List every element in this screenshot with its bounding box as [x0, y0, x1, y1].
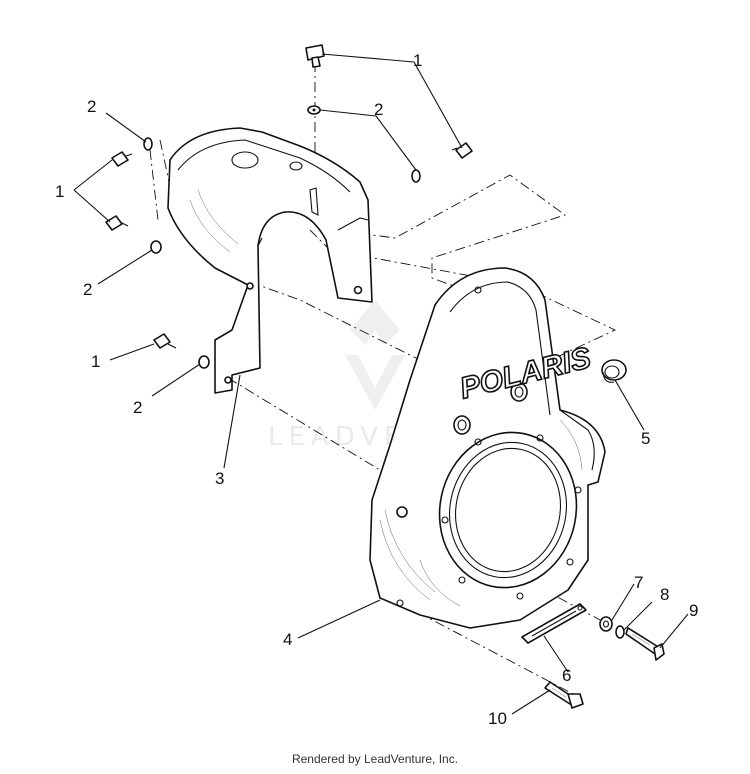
callout-2-left-low: 2	[133, 398, 142, 417]
callout-8: 8	[660, 585, 669, 604]
callout-6: 6	[562, 666, 571, 685]
bolt-part-10	[544, 681, 584, 709]
footer-credit: Rendered by LeadVenture, Inc.	[291, 752, 459, 766]
callout-3: 3	[215, 469, 224, 488]
callout-10: 10	[488, 709, 507, 728]
blower-housing-part-4: POLARIS	[369, 267, 606, 629]
washer-part-2-left-top	[143, 137, 153, 151]
callout-1-left: 1	[55, 182, 64, 201]
callout-5: 5	[641, 429, 650, 448]
callout-2-left-mid: 2	[83, 280, 92, 299]
screw-part-1-left-mid	[105, 215, 129, 231]
bolt-part-9	[625, 627, 665, 661]
callout-2-top: 2	[374, 100, 383, 119]
callout-7: 7	[634, 573, 643, 592]
bracket-part-6	[521, 603, 587, 644]
washer-part-2-left-low	[198, 355, 210, 369]
screw-part-1-top	[305, 44, 325, 68]
leader-lines	[73, 53, 689, 715]
shroud-part-3	[167, 127, 373, 394]
grommet-part-5	[601, 359, 627, 383]
lock-washer-part-8	[615, 625, 625, 639]
washer-part-7	[599, 616, 613, 632]
washer-part-2-left-mid	[150, 240, 162, 254]
callout-1-top: 1	[413, 51, 422, 70]
callout-2-left-top: 2	[87, 97, 96, 116]
screw-part-1-left-top	[111, 151, 133, 167]
washer-part-2-top	[307, 105, 321, 115]
washer-part-2-right	[411, 169, 421, 183]
callout-9: 9	[689, 601, 698, 620]
callout-4: 4	[283, 630, 292, 649]
callout-labels: 1 2 2 1 2 1 2 3 5 4 7 8 9 6 10	[55, 51, 698, 728]
callout-1-left-low: 1	[91, 352, 100, 371]
screw-part-1-right	[451, 142, 473, 159]
screw-part-1-left-low	[153, 333, 177, 349]
